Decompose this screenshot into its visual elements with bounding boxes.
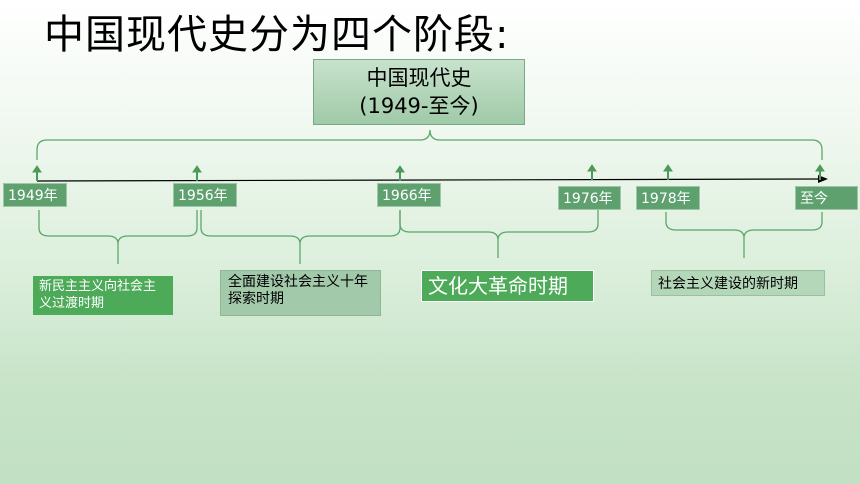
tick-arrow-1966 [395, 165, 405, 181]
tick-arrow-1976 [587, 164, 597, 180]
main-topic-box: 中国现代史 (1949-至今) [313, 59, 525, 125]
brace-period-2 [200, 210, 401, 264]
top-brace [36, 129, 823, 160]
period-label-new-era: 社会主义建设的新时期 [651, 270, 825, 296]
year-label-present: 至今 [795, 186, 858, 210]
slide-title: 中国现代史分为四个阶段: [44, 12, 510, 58]
year-label-1949: 1949年 [3, 183, 67, 207]
main-topic-range: (1949-至今) [359, 94, 479, 118]
year-label-1978: 1978年 [636, 186, 700, 210]
tick-arrow-1978 [663, 164, 673, 180]
period-label-transition: 新民主主义向社会主义过渡时期 [33, 276, 173, 315]
tick-arrow-present [815, 164, 825, 180]
brace-period-1 [38, 210, 198, 264]
year-label-1976: 1976年 [558, 186, 621, 210]
brace-period-4 [665, 212, 823, 258]
timeline-axis [36, 178, 821, 182]
period-label-exploration: 全面建设社会主义十年探索时期 [220, 270, 381, 316]
brace-period-3 [399, 210, 599, 258]
period-label-cultural-revolution: 文化大革命时期 [421, 270, 594, 302]
main-topic-title: 中国现代史 [366, 66, 472, 90]
tick-arrow-1949 [32, 165, 42, 181]
year-label-1966: 1966年 [377, 183, 441, 207]
year-label-1956: 1956年 [173, 183, 237, 207]
tick-arrow-1956 [192, 165, 202, 181]
